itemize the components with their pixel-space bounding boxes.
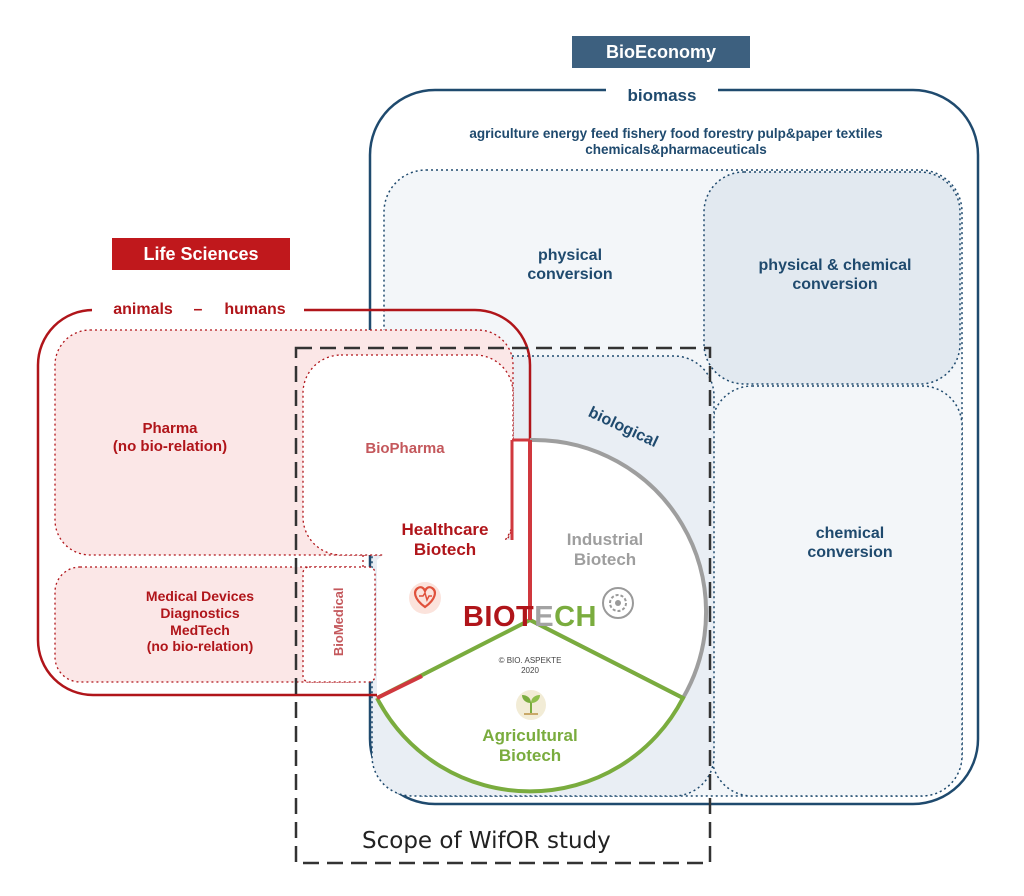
biotech-logo-e: E	[534, 601, 555, 633]
animals-humans-dash: –	[193, 301, 203, 318]
biotech-pie	[530, 439, 707, 698]
humans-label: humans	[224, 301, 286, 318]
biomass-sectors-line1: agriculture energy feed fishery food for…	[469, 126, 883, 141]
bioeconomy-header: BioEconomy	[572, 36, 750, 68]
biomedical-region	[302, 566, 376, 683]
agricultural-biotech-icon	[516, 690, 546, 720]
physical-conversion-label: physical conversion	[527, 247, 613, 284]
agricultural-biotech-label: Agricultural Biotech	[482, 726, 578, 766]
healthcare-biotech-label: Healthcare Biotech	[401, 520, 489, 560]
biotech-logo-bio: BIO	[462, 601, 517, 633]
agricultural-biotech-arc	[375, 617, 686, 794]
biotech-logo: BIOTECH	[450, 600, 610, 635]
industrial-biotech-arc	[529, 437, 709, 701]
scope-boundary	[294, 346, 712, 865]
industrial-biotech-icon	[602, 587, 634, 619]
physical-chemical-conversion-label: physical & chemical conversion	[758, 257, 912, 294]
chemical-conversion-label: chemical conversion	[807, 525, 893, 562]
life-sciences-header: Life Sciences	[112, 238, 290, 270]
medical-devices-label: Medical Devices Diagnostics MedTech (no …	[145, 588, 255, 655]
biomedical-label: BioMedical	[331, 587, 347, 657]
chemical-conversion-region	[711, 385, 963, 797]
biotech-logo-t: T	[516, 601, 535, 633]
biotech-logo-ch: CH	[554, 601, 597, 633]
biomass-label: biomass	[627, 86, 697, 105]
animals-label: animals	[113, 301, 173, 318]
industrial-biotech-label: Industrial Biotech	[566, 530, 644, 570]
biomass-sectors: agriculture energy feed fishery food for…	[390, 126, 962, 158]
biomass-sectors-line2: chemicals&pharmaceuticals	[585, 142, 767, 158]
copyright-note: © BIO. ASPEKTE 2020	[498, 656, 562, 675]
scope-label: Scope of WifOR study	[362, 828, 611, 854]
biopharma-label: BioPharma	[365, 440, 445, 457]
physical-chemical-conversion-region	[703, 171, 961, 385]
pharma-label: Pharma (no bio-relation)	[112, 420, 228, 455]
healthcare-icon	[409, 582, 441, 614]
